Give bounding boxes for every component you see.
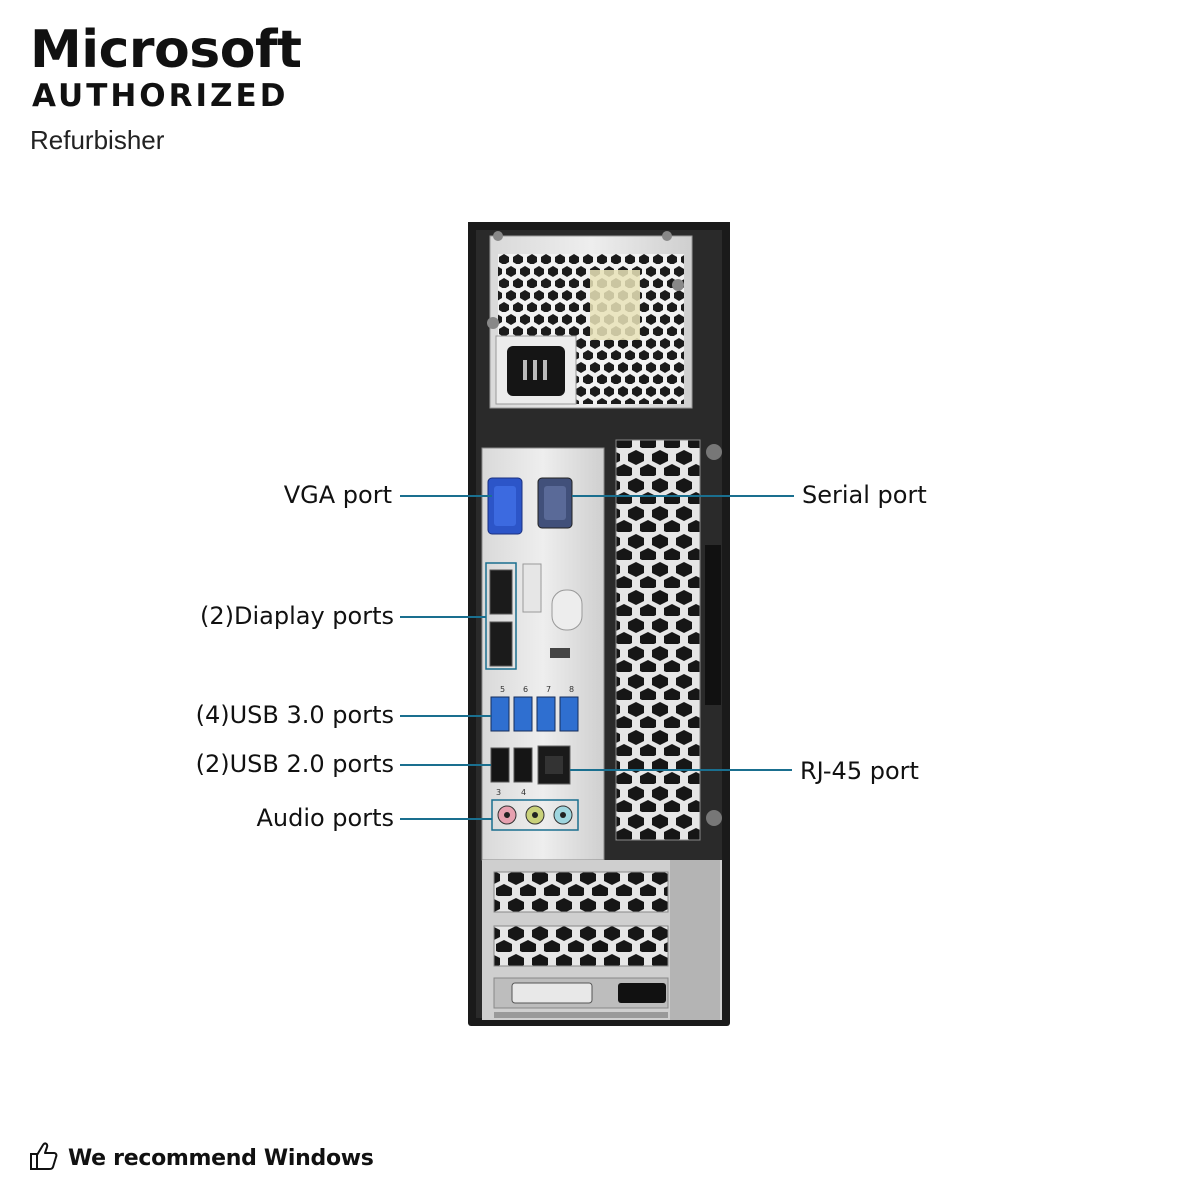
usb3-number-8: 8 [569, 685, 574, 694]
usb3-number-7: 7 [546, 685, 551, 694]
label-usb3-ports: (4)USB 3.0 ports [195, 701, 394, 729]
leader-usb2 [400, 764, 491, 766]
usb2-number-3: 3 [496, 788, 501, 797]
label-serial-port: Serial port [802, 481, 927, 509]
expansion-slot-2 [493, 925, 669, 967]
leader-serial [572, 495, 794, 497]
badge-role: Refurbisher [30, 125, 165, 155]
label-usb2-ports: (2)USB 2.0 ports [195, 750, 394, 778]
displayport-2 [489, 621, 513, 667]
expansion-slot-1 [493, 871, 669, 913]
side-vent [615, 439, 701, 841]
label-display-ports: (2)Diaplay ports [200, 602, 394, 630]
displayport-1 [489, 569, 513, 615]
badge-authorized: AUTHORIZED [32, 78, 289, 114]
label-rj45-port: RJ-45 port [800, 757, 919, 785]
label-audio-ports: Audio ports [256, 804, 394, 832]
leader-usb3 [400, 715, 491, 717]
badge-brand: Microsoft [30, 20, 302, 80]
leader-display [400, 616, 486, 618]
footer-recommendation: We recommend Windows [28, 1140, 374, 1177]
leader-audio [400, 818, 492, 820]
label-vga-port: VGA port [283, 481, 392, 509]
usb2-ports [490, 747, 533, 783]
leader-rj45 [570, 769, 792, 771]
leader-vga [400, 495, 492, 497]
usb3-number-6: 6 [523, 685, 528, 694]
footer-text: We recommend Windows [68, 1146, 374, 1171]
usb3-number-5: 5 [500, 685, 505, 694]
usb3-ports [490, 696, 579, 732]
microsoft-authorized-badge: Microsoft AUTHORIZED Refurbisher [30, 20, 302, 160]
usb2-number-4: 4 [521, 788, 526, 797]
thumbs-up-icon [28, 1140, 60, 1177]
